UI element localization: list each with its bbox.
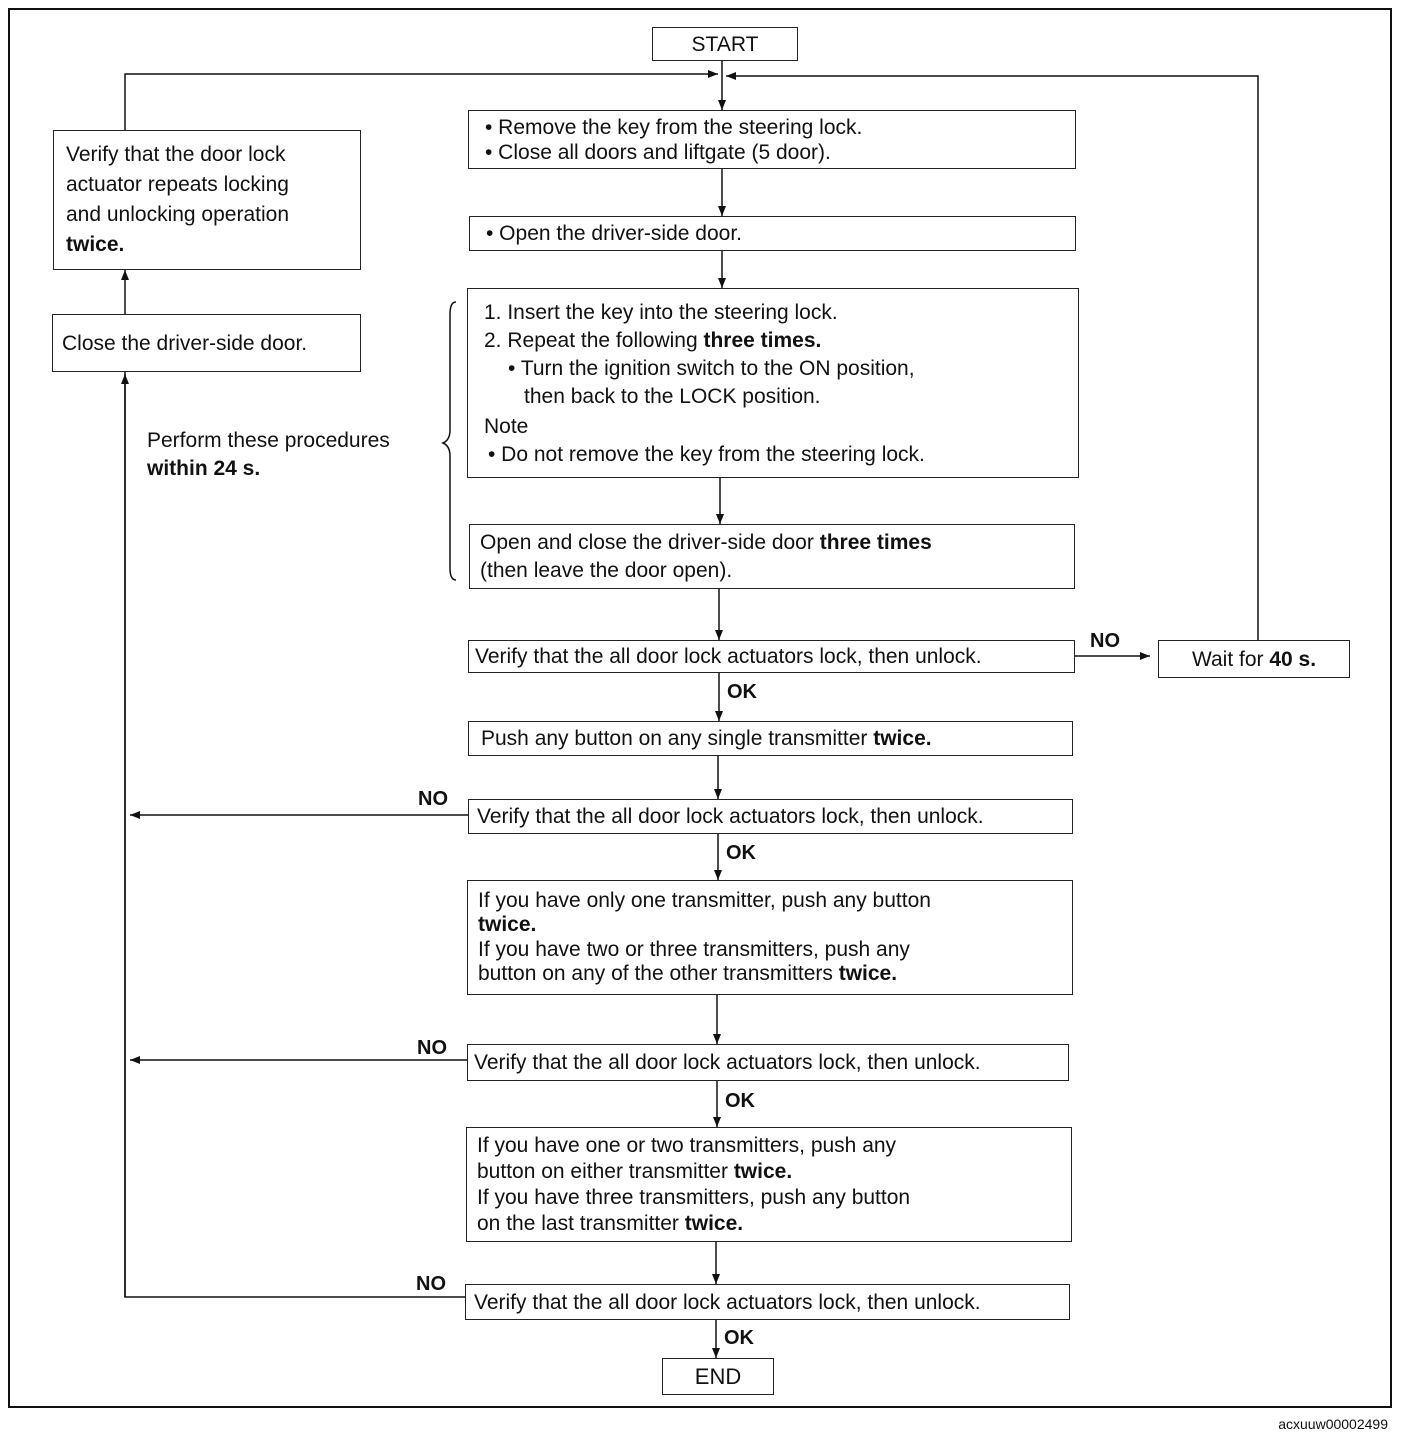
step-text: Close the driver-side door. (62, 331, 308, 355)
flow-arrow (726, 72, 1259, 640)
insert-key-step: 1. Insert the key into the steering lock… (467, 288, 1079, 478)
step-text: Open and close the driver-side door thre… (480, 530, 932, 554)
end-terminal: END (662, 1358, 774, 1395)
step-text: (then leave the door open). (480, 558, 733, 582)
one-transmitter-step: If you have only one transmitter, push a… (467, 880, 1073, 995)
step-text: Verify that the all door lock actuators … (474, 1051, 981, 1074)
step-text: If you have only one transmitter, push a… (478, 888, 931, 912)
step-text: twice. (478, 913, 537, 936)
step-text: If you have three transmitters, push any… (477, 1185, 911, 1209)
two-transmitters-step: If you have one or two transmitters, pus… (466, 1127, 1072, 1242)
time-limit-annotation: Perform these procedures within 24 s. (147, 429, 390, 480)
remove-key-step: • Remove the key from the steering lock.… (468, 110, 1076, 169)
step-text: Wait for 40 s. (1191, 647, 1317, 671)
reference-code: acxuuw00002499 (1278, 1416, 1388, 1432)
flow-arrow (124, 362, 465, 1298)
flow-arrow (124, 70, 718, 130)
close-door-step: Close the driver-side door. (52, 314, 361, 372)
step-text: Verify that the all door lock actuators … (474, 1290, 981, 1314)
step-text: then back to the LOCK position. (524, 385, 821, 408)
ok-label: OK (724, 1327, 754, 1349)
verify-repeat-step: Verify that the door lock actuator repea… (53, 130, 361, 270)
step-text: button on either transmitter twice. (477, 1159, 793, 1183)
step-text: • Turn the ignition switch to the ON pos… (508, 357, 915, 380)
step-text: If you have one or two transmitters, pus… (477, 1133, 897, 1157)
step-text: Verify that the door lock (66, 143, 286, 166)
step-text: Push any button on any single transmitte… (481, 727, 932, 750)
grouping-brace (441, 301, 457, 581)
no-label: NO (1090, 630, 1120, 652)
step-text: twice. (66, 233, 125, 256)
verify-step-3: Verify that the all door lock actuators … (467, 1044, 1069, 1081)
start-terminal: START (652, 27, 798, 61)
ok-label: OK (725, 1090, 755, 1112)
step-text: • Open the driver-side door. (486, 222, 742, 245)
note-text: • Do not remove the key from the steerin… (488, 443, 925, 466)
step-text: • Close all doors and liftgate (5 door). (485, 140, 831, 164)
step-text: actuator repeats locking (66, 173, 289, 196)
step-text: 2. Repeat the following three times. (484, 329, 822, 352)
step-text: 1. Insert the key into the steering lock… (484, 301, 838, 324)
step-text: on the last transmitter twice. (477, 1211, 744, 1235)
wait-step: Wait for 40 s. (1158, 640, 1350, 678)
step-text: Verify that the all door lock actuators … (477, 805, 984, 828)
step-text: If you have two or three transmitters, p… (478, 937, 910, 961)
step-text: • Remove the key from the steering lock. (485, 115, 863, 139)
step-text: and unlocking operation (66, 203, 290, 226)
note-title: Note (484, 415, 529, 438)
no-label: NO (418, 788, 448, 810)
push-any-button-step: Push any button on any single transmitte… (468, 721, 1073, 756)
ok-label: OK (726, 842, 756, 864)
no-label: NO (417, 1037, 447, 1059)
verify-step-1: Verify that the all door lock actuators … (468, 640, 1075, 673)
verify-step-4: Verify that the all door lock actuators … (465, 1284, 1070, 1320)
step-text: button on any of the other transmitters … (478, 962, 898, 985)
ok-label: OK (727, 681, 757, 703)
step-text: Verify that the all door lock actuators … (475, 645, 982, 668)
open-door-step: • Open the driver-side door. (469, 216, 1076, 251)
open-close-step: Open and close the driver-side door thre… (469, 524, 1075, 589)
diagram-frame (8, 8, 1392, 1408)
verify-step-2: Verify that the all door lock actuators … (468, 799, 1073, 834)
no-label: NO (416, 1273, 446, 1295)
